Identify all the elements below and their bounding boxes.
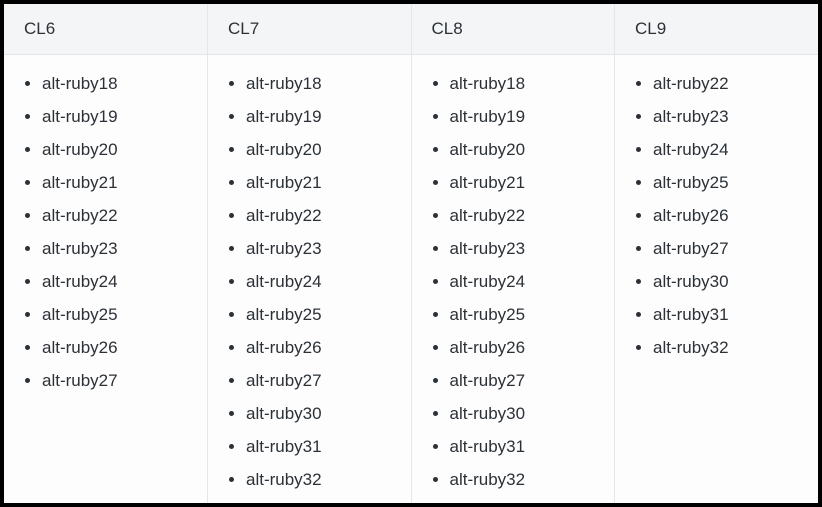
version-item: alt-ruby19: [450, 100, 615, 133]
version-item: alt-ruby27: [450, 364, 615, 397]
version-item: alt-ruby31: [653, 298, 818, 331]
version-item: alt-ruby32: [653, 331, 818, 364]
version-item: alt-ruby30: [653, 265, 818, 298]
version-item: alt-ruby26: [450, 331, 615, 364]
version-item: alt-ruby22: [653, 67, 818, 100]
version-item: alt-ruby19: [246, 100, 411, 133]
version-item: alt-ruby23: [246, 232, 411, 265]
version-item: alt-ruby24: [450, 265, 615, 298]
version-item: alt-ruby30: [450, 397, 615, 430]
version-item: alt-ruby20: [450, 133, 615, 166]
version-item: alt-ruby21: [246, 166, 411, 199]
version-item: alt-ruby22: [246, 199, 411, 232]
version-item: alt-ruby26: [246, 331, 411, 364]
column-cell-cl8: alt-ruby18alt-ruby19alt-ruby20alt-ruby21…: [411, 54, 615, 503]
version-item: alt-ruby20: [42, 133, 207, 166]
version-item: alt-ruby23: [450, 232, 615, 265]
version-item: alt-ruby24: [246, 265, 411, 298]
version-item: alt-ruby25: [450, 298, 615, 331]
version-item: alt-ruby18: [42, 67, 207, 100]
version-list-cl8: alt-ruby18alt-ruby19alt-ruby20alt-ruby21…: [412, 67, 615, 496]
version-item: alt-ruby22: [42, 199, 207, 232]
body-row: alt-ruby18alt-ruby19alt-ruby20alt-ruby21…: [4, 54, 818, 503]
column-header-cl6: CL6: [4, 4, 208, 55]
version-item: alt-ruby27: [246, 364, 411, 397]
version-item: alt-ruby24: [42, 265, 207, 298]
version-item: alt-ruby22: [450, 199, 615, 232]
version-item: alt-ruby24: [653, 133, 818, 166]
column-header-cl8: CL8: [411, 4, 615, 55]
version-item: alt-ruby23: [42, 232, 207, 265]
version-item: alt-ruby25: [246, 298, 411, 331]
version-item: alt-ruby32: [450, 463, 615, 496]
version-item: alt-ruby25: [653, 166, 818, 199]
version-list-cl9: alt-ruby22alt-ruby23alt-ruby24alt-ruby25…: [615, 67, 818, 364]
column-cell-cl7: alt-ruby18alt-ruby19alt-ruby20alt-ruby21…: [207, 54, 412, 503]
version-list-cl6: alt-ruby18alt-ruby19alt-ruby20alt-ruby21…: [4, 67, 207, 397]
version-item: alt-ruby32: [246, 463, 411, 496]
version-item: alt-ruby31: [450, 430, 615, 463]
version-item: alt-ruby25: [42, 298, 207, 331]
version-item: alt-ruby27: [42, 364, 207, 397]
version-item: alt-ruby20: [246, 133, 411, 166]
version-item: alt-ruby18: [246, 67, 411, 100]
column-cell-cl9: alt-ruby22alt-ruby23alt-ruby24alt-ruby25…: [614, 54, 818, 503]
version-list-cl7: alt-ruby18alt-ruby19alt-ruby20alt-ruby21…: [208, 67, 411, 496]
version-item: alt-ruby31: [246, 430, 411, 463]
version-item: alt-ruby30: [246, 397, 411, 430]
version-item: alt-ruby27: [653, 232, 818, 265]
column-header-cl9: CL9: [614, 4, 818, 55]
version-item: alt-ruby26: [653, 199, 818, 232]
column-header-cl7: CL7: [207, 4, 412, 55]
column-cell-cl6: alt-ruby18alt-ruby19alt-ruby20alt-ruby21…: [4, 54, 208, 503]
version-item: alt-ruby26: [42, 331, 207, 364]
version-item: alt-ruby21: [450, 166, 615, 199]
version-item: alt-ruby21: [42, 166, 207, 199]
version-item: alt-ruby18: [450, 67, 615, 100]
version-item: alt-ruby19: [42, 100, 207, 133]
version-item: alt-ruby23: [653, 100, 818, 133]
table-body: alt-ruby18alt-ruby19alt-ruby20alt-ruby21…: [4, 54, 818, 503]
